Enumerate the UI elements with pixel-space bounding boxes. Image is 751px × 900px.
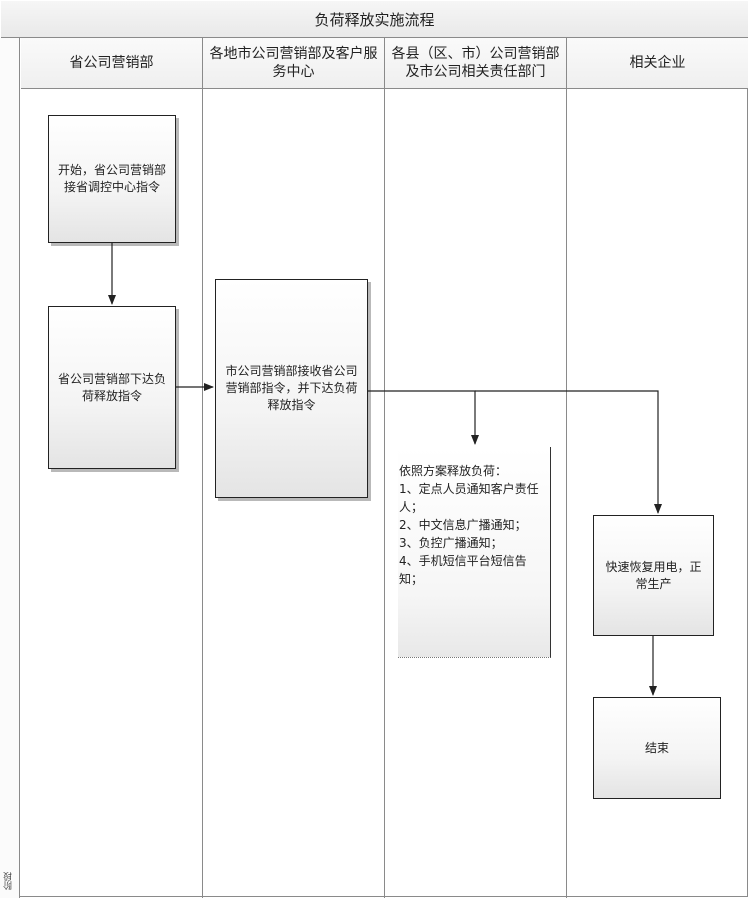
lane-divider [202,38,203,898]
node-end: 结束 [593,697,721,799]
lane-header-province-marketing: 省公司营销部 [21,38,202,89]
diagram-title: 负荷释放实施流程 [1,1,748,38]
lane-divider [384,38,385,898]
node-county-release: 依照方案释放负荷： 1、定点人员通知客户责任人； 2、中文信息广播通知； 3、负… [399,464,539,586]
lane-header-city-service: 各地市公司营销部及客户服务中心 [203,38,384,89]
node-start: 开始，省公司营销部接省调控中心指令 [48,115,176,243]
phase-strip [0,38,20,898]
node-county-release-container [398,447,551,658]
node-city-receive: 市公司营销部接收省公司营销部指令，并下达负荷释放指令 [215,279,368,498]
lane-header-county-departments: 各县（区、市）公司营销部及市公司相关责任部门 [385,38,566,89]
node-restore: 快速恢复用电，正常生产 [593,515,714,636]
lane-divider [566,38,567,898]
connector-city-to-enterprise [475,390,662,514]
node-province-issue: 省公司营销部下达负荷释放指令 [48,306,176,469]
lane-header-enterprises: 相关企业 [567,38,748,89]
connector-city-to-county [368,390,479,445]
